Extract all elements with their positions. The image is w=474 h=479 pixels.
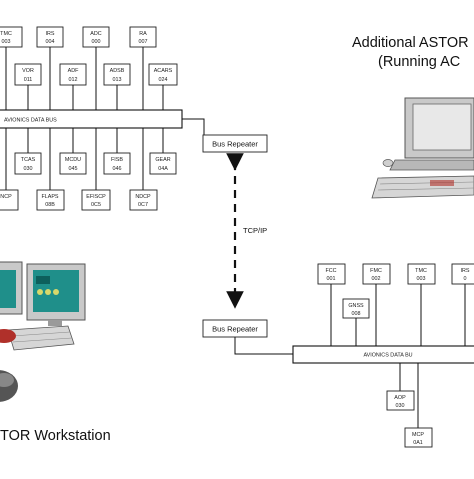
module-code: 0C7 <box>138 202 148 208</box>
module-name: AOP <box>394 395 406 401</box>
module-name: ADSB <box>110 68 125 74</box>
module-gear: GEAR 04A <box>149 152 177 175</box>
module-irs-right: IRS 0 <box>451 263 474 285</box>
workstation-caption: TOR Workstation <box>0 428 111 444</box>
module-code: 045 <box>69 166 78 172</box>
module-code: 008 <box>352 311 361 317</box>
left-top-row-1: TMC 003 IRS 004 ADC 000 RA 007 <box>0 26 157 110</box>
module-code: 0 <box>464 276 467 282</box>
module-ra: RA 007 <box>129 26 157 48</box>
module-mcp: MCP 0A1 <box>404 427 433 448</box>
module-name: FCC <box>325 268 336 274</box>
module-flaps: FLAPS 08B <box>36 189 65 211</box>
module-tmc: TMC 003 <box>0 26 23 48</box>
left-bottom-row-2: NCP FLAPS 08B EFISCP 0C5 NDCP 0C7 <box>0 128 158 211</box>
tcp-ip-link: TCP/IP <box>226 153 267 309</box>
module-code: 012 <box>69 77 78 83</box>
module-name: ADC <box>90 31 101 37</box>
module-code: 003 <box>2 39 11 45</box>
module-name: MCDU <box>65 157 81 163</box>
module-gnss: GNSS 008 <box>342 298 370 319</box>
repeater-label: Bus Repeater <box>212 140 258 149</box>
module-ndcp: NDCP 0C7 <box>129 189 158 211</box>
bus-label: AVIONICS DATA BUS <box>4 118 57 124</box>
module-code: 013 <box>113 77 122 83</box>
module-aop: AOP 030 <box>386 390 415 411</box>
bus-repeater-bottom: Bus Repeater <box>202 319 293 355</box>
module-name: GNSS <box>348 303 364 309</box>
module-name: FISB <box>111 157 123 163</box>
computer-icon <box>371 97 474 199</box>
module-name: GEAR <box>155 157 170 163</box>
module-name: ADF <box>68 68 79 74</box>
left-bottom-row-1: TCAS 030 MCDU 045 FISB 046 GEAR 04A <box>14 128 177 175</box>
module-code: 046 <box>113 166 122 172</box>
left-avionics-bus: AVIONICS DATA BUS <box>0 109 205 138</box>
bus-label: AVIONICS DATA BU <box>363 353 412 359</box>
module-name: ACARS <box>154 68 173 74</box>
module-name: FMC <box>370 268 382 274</box>
module-tcas: TCAS 030 <box>14 152 42 175</box>
workstation-icon <box>0 261 86 402</box>
module-name: IRS <box>46 31 55 37</box>
module-code: 0C5 <box>91 202 101 208</box>
module-code: 003 <box>417 276 426 282</box>
module-name: RA <box>139 31 147 37</box>
module-adsb: ADSB 013 <box>103 63 131 86</box>
additional-caption-line2: (Running AC <box>378 54 460 70</box>
module-code: 030 <box>396 403 405 409</box>
module-name: TMC <box>415 268 427 274</box>
module-code: 002 <box>372 276 381 282</box>
module-code: 04A <box>158 166 168 172</box>
module-code: 030 <box>24 166 33 172</box>
module-vor: VOR 011 <box>14 63 42 86</box>
repeater-label: Bus Repeater <box>212 325 258 334</box>
module-ncp: NCP <box>0 189 19 211</box>
module-code: 024 <box>159 77 168 83</box>
module-name: TCAS <box>21 157 36 163</box>
module-code: 007 <box>139 39 148 45</box>
module-name: NCP <box>0 194 12 200</box>
module-irs: IRS 004 <box>36 26 64 48</box>
module-code: 0A1 <box>413 440 423 446</box>
module-efiscp: EFISCP 0C5 <box>81 189 111 211</box>
module-code: 004 <box>46 39 55 45</box>
module-code: 011 <box>24 77 33 83</box>
module-code: 001 <box>327 276 336 282</box>
module-adf: ADF 012 <box>59 63 87 86</box>
additional-caption-line1: Additional ASTOR <box>352 35 469 51</box>
module-tmc-right: TMC 003 <box>407 263 436 285</box>
module-name: EFISCP <box>86 194 106 200</box>
module-name: IRS <box>461 268 470 274</box>
module-acars: ACARS 024 <box>148 63 178 86</box>
module-code: 08B <box>45 202 55 208</box>
module-name: MCP <box>412 432 424 438</box>
right-avionics-bus: FCC 001 FMC 002 TMC 003 IRS 0 GNSS 008 A… <box>292 263 474 448</box>
module-fmc: FMC 002 <box>362 263 391 285</box>
module-name: FLAPS <box>41 194 58 200</box>
module-fisb: FISB 046 <box>103 152 131 175</box>
module-adc: ADC 000 <box>82 26 110 48</box>
link-label: TCP/IP <box>243 226 267 235</box>
left-top-row-2: VOR 011 ADF 012 ADSB 013 ACARS 024 <box>14 63 178 110</box>
module-mcdu: MCDU 045 <box>59 152 87 175</box>
module-name: VOR <box>22 68 34 74</box>
bus-repeater-top: Bus Repeater <box>202 134 268 153</box>
module-code: 000 <box>92 39 101 45</box>
module-name: TMC <box>0 31 12 37</box>
module-name: NDCP <box>135 194 151 200</box>
module-fcc: FCC 001 <box>317 263 346 285</box>
